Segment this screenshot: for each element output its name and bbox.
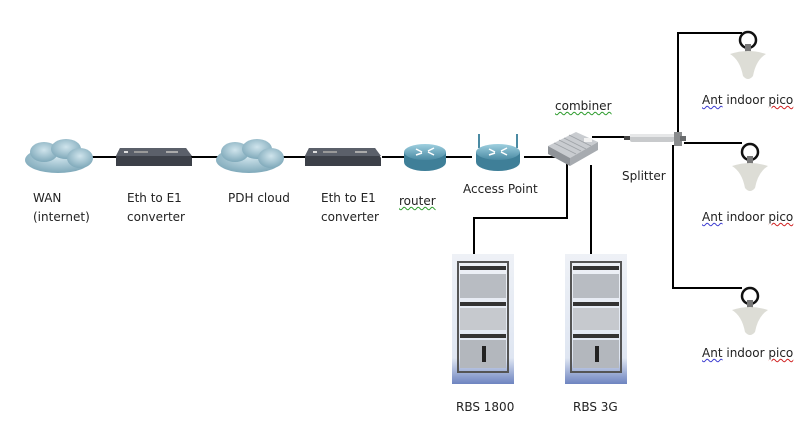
converter2-device-icon [303,146,383,172]
link-splitter-ant3 [672,145,742,289]
combiner-label: combiner [555,99,612,113]
splitter-icon [624,130,686,154]
router-icon [402,142,448,178]
access-point-icon [472,134,524,178]
wan-label: WAN(internet) [33,191,90,224]
access-point-label: Access Point [463,182,538,196]
combiner-icon [546,130,600,172]
pdh-cloud-icon [213,138,285,182]
router-label: router [399,194,436,208]
wan-cloud-icon [22,138,94,182]
link-combiner-rbs1800 [473,160,568,256]
converter1-device-icon [114,146,194,172]
rbs1800-cabinet-icon [452,254,514,388]
antenna-1-icon [726,30,770,88]
splitter-label: Splitter [622,169,666,183]
antenna-3-label: Ant indoor pico [702,346,794,360]
antenna-1-label: Ant indoor pico [702,93,794,107]
rbs1800-label: RBS 1800 [456,400,515,414]
rbs3g-cabinet-icon [565,254,627,388]
antenna-2-icon [728,142,772,200]
rbs3g-label: RBS 3G [573,400,618,414]
antenna-3-icon [728,286,772,344]
link-splitter-ant1 [677,32,742,136]
pdh-label: PDH cloud [228,191,290,205]
antenna-2-label: Ant indoor pico [702,210,794,224]
